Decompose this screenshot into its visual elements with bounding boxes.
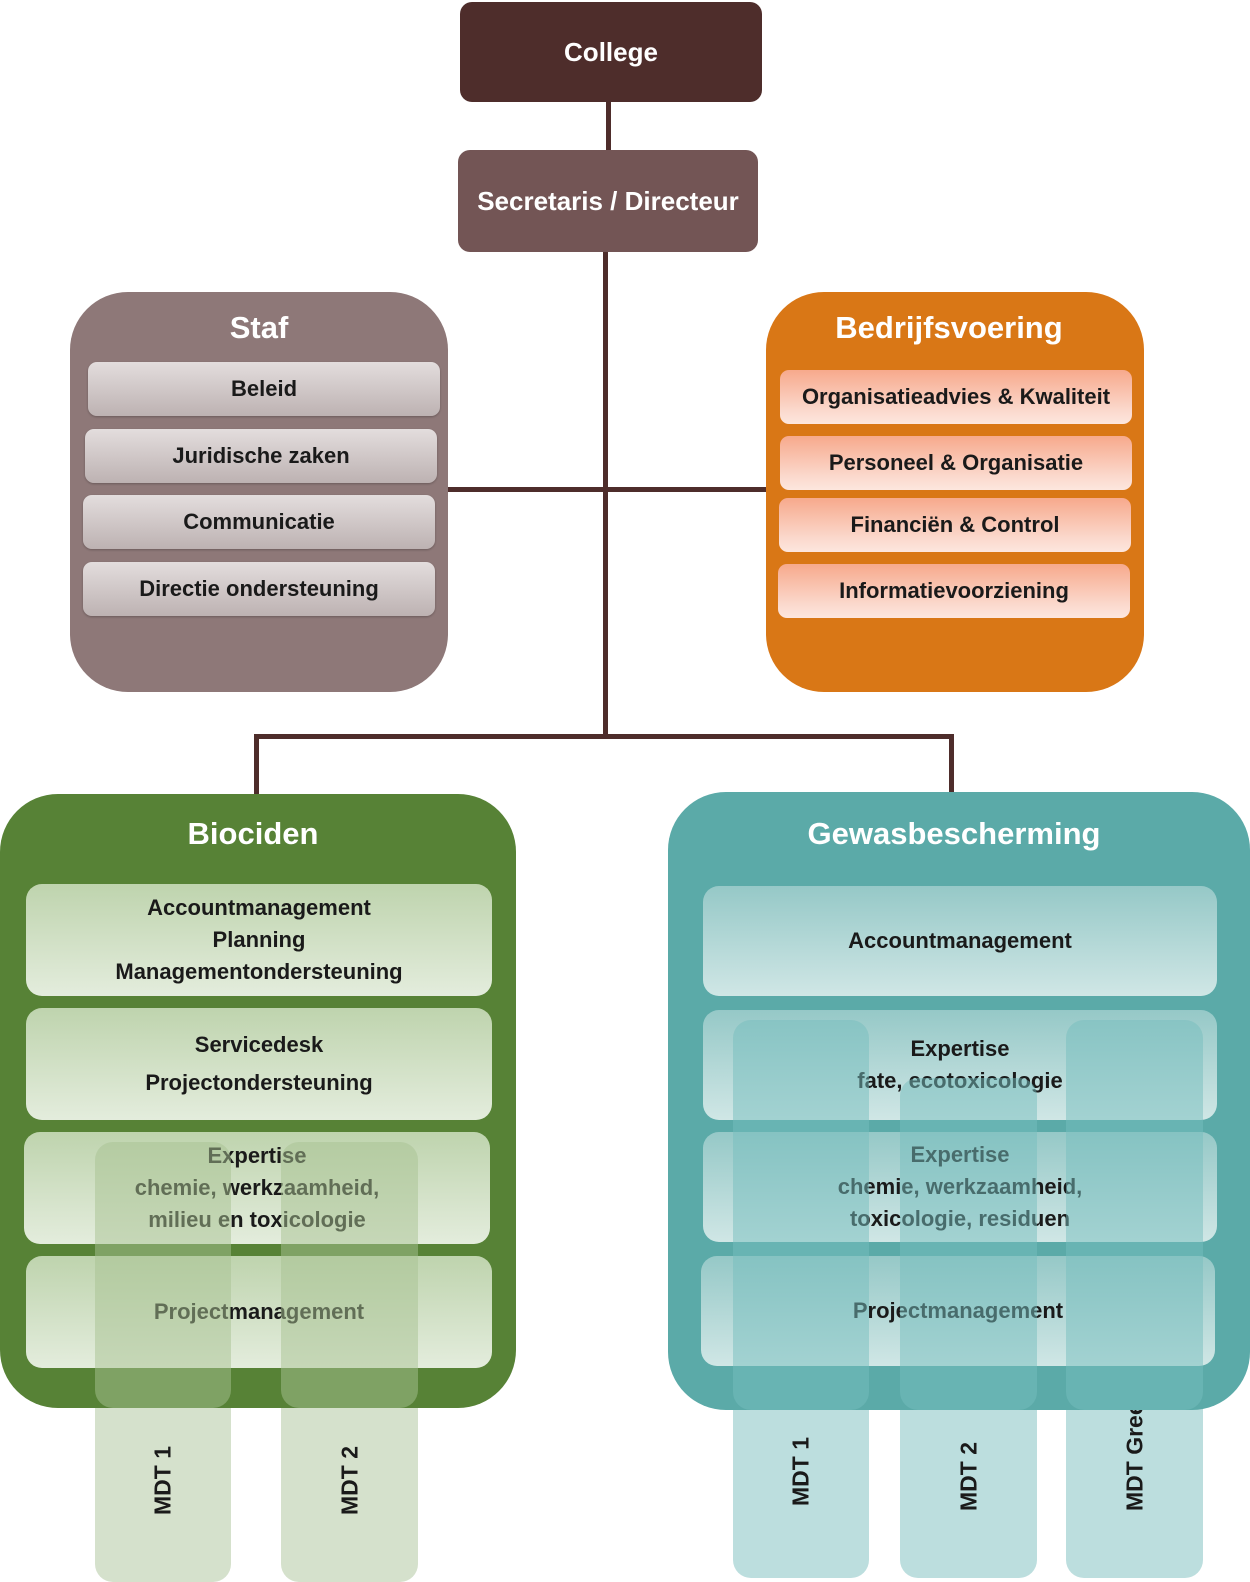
staf-item-beleid: Beleid xyxy=(88,362,440,416)
biociden-column-mdt1-label: MDT 1 xyxy=(149,1446,176,1515)
college-box: College xyxy=(460,2,762,102)
gewasbescherming-column-mdt1-overlay xyxy=(733,1020,869,1410)
connector-bottom-horizontal xyxy=(254,734,954,739)
connector-biociden xyxy=(254,734,259,794)
gewasbescherming-group: Gewasbescherming Accountmanagement Exper… xyxy=(668,792,1250,1410)
gewasbescherming-column-mdt2-label: MDT 2 xyxy=(955,1442,981,1511)
staf-item-directie-ondersteuning: Directie ondersteuning xyxy=(83,562,435,616)
connector-gewasbescherming xyxy=(949,734,954,794)
gewasbescherming-title: Gewasbescherming xyxy=(807,816,1101,851)
connector-college-secretaris xyxy=(606,100,611,150)
college-label: College xyxy=(564,36,658,67)
staf-item-juridische-zaken: Juridische zaken xyxy=(85,429,437,483)
gewasbescherming-column-mdt1-label: MDT 1 xyxy=(787,1437,814,1506)
bedrijfsvoering-group: Bedrijfsvoering Organisatieadvies & Kwal… xyxy=(766,292,1144,692)
secretaris-directeur-box: Secretaris / Directeur xyxy=(458,150,758,252)
connector-staf-bedrijfsvoering xyxy=(440,487,770,492)
bedrijfsvoering-item-informatievoorziening: Informatievoorziening xyxy=(778,564,1130,618)
connector-main-vertical xyxy=(603,250,608,738)
gewasbescherming-column-mdt-green-overlay xyxy=(1066,1020,1203,1410)
staf-item-communicatie: Communicatie xyxy=(83,495,435,549)
gewasbescherming-column-mdt2-overlay xyxy=(900,1078,1037,1410)
bedrijfsvoering-item-personeel: Personeel & Organisatie xyxy=(780,436,1132,490)
biociden-column-mdt2-overlay xyxy=(281,1142,418,1408)
biociden-column-mdt2-label: MDT 2 xyxy=(336,1446,362,1515)
bedrijfsvoering-item-financien: Financiën & Control xyxy=(779,498,1131,552)
staf-title: Staf xyxy=(229,310,289,345)
secretaris-directeur-label: Secretaris / Directeur xyxy=(477,185,739,216)
gewasbescherming-item-accountmanagement: Accountmanagement xyxy=(703,886,1217,996)
bedrijfsvoering-title: Bedrijfsvoering xyxy=(835,310,1063,345)
biociden-column-mdt1-overlay xyxy=(95,1142,231,1408)
bedrijfsvoering-item-organisatieadvies: Organisatieadvies & Kwaliteit xyxy=(780,370,1132,424)
biociden-title: Biociden xyxy=(187,816,319,851)
staf-group: Staf Beleid Juridische zaken Communicati… xyxy=(70,292,448,692)
